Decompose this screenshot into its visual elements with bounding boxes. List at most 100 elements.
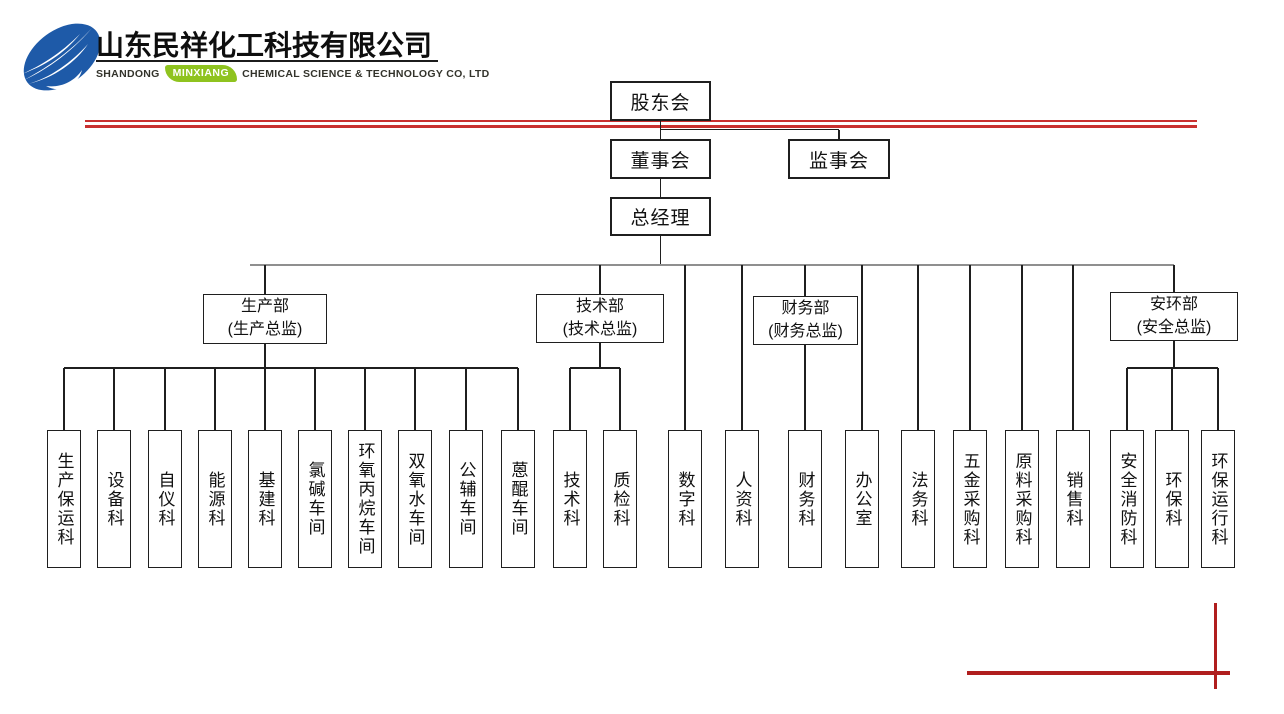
connector-line: [1173, 265, 1175, 292]
org-unit-box[interactable]: 公辅车间: [449, 430, 483, 568]
org-unit-box[interactable]: 安全消防科: [1110, 430, 1144, 568]
org-unit-box[interactable]: 环氧丙烷车间: [348, 430, 382, 568]
connector-line: [1217, 368, 1219, 430]
org-unit-label: 五金采购科: [960, 451, 980, 547]
org-unit-label: 环保运行科: [1208, 451, 1228, 547]
org-dept-sublabel: (生产总监): [227, 321, 303, 338]
connector-line: [619, 368, 621, 430]
connector-line: [660, 128, 839, 131]
org-unit-box[interactable]: 数字科: [668, 430, 702, 568]
red-accent-horizontal: [967, 671, 1230, 675]
red-divider-top-lower: [85, 124, 1197, 128]
connector-line: [804, 345, 806, 430]
connector-line: [264, 368, 266, 430]
connector-line: [250, 264, 1174, 266]
org-dept-safety-env[interactable]: 安环部 (安全总监): [1110, 292, 1238, 341]
org-unit-box[interactable]: 五金采购科: [953, 430, 987, 568]
org-unit-box[interactable]: 财务科: [788, 430, 822, 568]
org-node-label: 股东会: [630, 92, 691, 114]
org-unit-label: 能源科: [205, 470, 225, 528]
org-dept-label: 安环部: [1149, 295, 1198, 313]
org-unit-label: 技术科: [560, 470, 580, 528]
org-unit-box[interactable]: 生产保运科: [47, 430, 81, 568]
org-unit-label: 自仪科: [155, 470, 175, 528]
connector-line: [465, 368, 467, 430]
connector-line: [569, 368, 571, 430]
org-unit-box[interactable]: 技术科: [553, 430, 587, 568]
connector-line: [264, 344, 266, 368]
connector-line: [659, 121, 662, 139]
org-dept-sublabel: (技术总监): [562, 320, 638, 338]
org-unit-box[interactable]: 双氧水车间: [398, 430, 432, 568]
org-unit-label: 销售科: [1063, 470, 1083, 528]
org-unit-box[interactable]: 氯碱车间: [298, 430, 332, 568]
org-unit-label: 办公室: [852, 470, 872, 528]
org-dept-sublabel: (财务总监): [768, 322, 843, 340]
red-accent-vertical: [1213, 603, 1218, 689]
org-dept-production[interactable]: 生产部 (生产总监): [203, 294, 327, 344]
minxiang-leaf-badge: MINXIANG: [164, 65, 238, 82]
connector-line: [1171, 368, 1173, 430]
org-unit-label: 公辅车间: [456, 461, 476, 537]
org-unit-box[interactable]: 设备科: [97, 430, 131, 568]
org-unit-box[interactable]: 自仪科: [148, 430, 182, 568]
org-node-label: 总经理: [630, 208, 691, 229]
org-unit-label: 安全消防科: [1117, 451, 1137, 547]
connector-line: [917, 265, 919, 430]
org-dept-technology[interactable]: 技术部 (技术总监): [536, 294, 664, 343]
org-unit-box[interactable]: 办公室: [845, 430, 879, 568]
org-dept-sublabel: (安全总监): [1136, 318, 1212, 336]
org-unit-box[interactable]: 蒽醌车间: [501, 430, 535, 568]
org-node-supervisory[interactable]: 监事会: [788, 139, 890, 179]
org-dept-finance[interactable]: 财务部 (财务总监): [753, 296, 858, 345]
org-dept-label: 财务部: [781, 299, 830, 317]
org-node-shareholders[interactable]: 股东会: [610, 81, 711, 121]
org-unit-box[interactable]: 环保运行科: [1201, 430, 1235, 568]
org-unit-box[interactable]: 质检科: [603, 430, 637, 568]
org-unit-box[interactable]: 基建科: [248, 430, 282, 568]
org-unit-label: 财务科: [795, 470, 815, 528]
org-node-label: 监事会: [808, 150, 869, 172]
company-subtitle: SHANDONG MINXIANG CHEMICAL SCIENCE & TEC…: [96, 65, 490, 82]
subtitle-right: CHEMICAL SCIENCE & TECHNOLOGY CO, LTD: [242, 67, 490, 80]
org-unit-box[interactable]: 人资科: [725, 430, 759, 568]
connector-line: [1126, 368, 1128, 430]
org-unit-box[interactable]: 原料采购科: [1005, 430, 1039, 568]
org-unit-box[interactable]: 环保科: [1155, 430, 1189, 568]
org-unit-label: 蒽醌车间: [508, 461, 528, 537]
connector-line: [164, 368, 166, 430]
connector-line: [113, 368, 115, 430]
title-underline: [96, 60, 438, 62]
org-unit-box[interactable]: 能源科: [198, 430, 232, 568]
connector-line: [570, 367, 620, 369]
org-unit-label: 法务科: [908, 470, 928, 528]
org-unit-label: 环保科: [1162, 470, 1182, 528]
connector-line: [659, 236, 662, 265]
org-unit-label: 质检科: [610, 470, 630, 528]
org-unit-label: 数字科: [675, 470, 695, 528]
connector-line: [364, 368, 366, 430]
org-node-gm[interactable]: 总经理: [610, 197, 711, 236]
org-unit-label: 环氧丙烷车间: [355, 442, 375, 556]
org-unit-label: 氯碱车间: [305, 461, 325, 537]
org-dept-label: 技术部: [575, 297, 624, 315]
org-unit-label: 设备科: [104, 470, 124, 528]
org-node-board[interactable]: 董事会: [610, 139, 711, 179]
red-divider-top-upper: [85, 120, 1197, 123]
connector-line: [517, 368, 519, 430]
org-unit-label: 双氧水车间: [405, 451, 425, 547]
connector-line: [1021, 265, 1023, 430]
connector-line: [214, 368, 216, 430]
org-unit-label: 生产保运科: [54, 451, 74, 547]
org-dept-label: 生产部: [240, 298, 289, 316]
connector-line: [63, 368, 65, 430]
org-unit-box[interactable]: 销售科: [1056, 430, 1090, 568]
connector-line: [969, 265, 971, 430]
org-unit-box[interactable]: 法务科: [901, 430, 935, 568]
connector-line: [1173, 341, 1175, 368]
connector-line: [1072, 265, 1074, 430]
connector-line: [659, 179, 662, 197]
connector-line: [684, 265, 686, 430]
